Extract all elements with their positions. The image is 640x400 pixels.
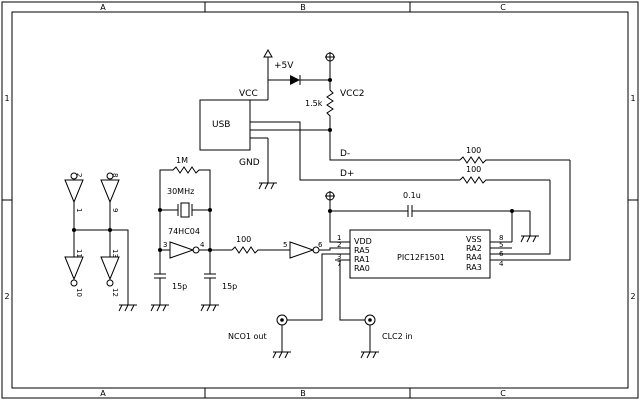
bypass-capacitor-value: 0.1u: [403, 191, 421, 200]
series-resistor-value: 100: [236, 235, 251, 244]
plus5v-label: +5V: [274, 61, 294, 71]
inverter-part-label: 74HC04: [168, 227, 200, 236]
unused-gates-junction-left: [72, 228, 76, 232]
unused-gates: [64, 172, 137, 312]
load-capacitor-left: [150, 270, 169, 312]
usb-dminus-wire: [250, 129, 460, 161]
nco1-out-label: NCO1 out: [228, 332, 267, 341]
usb-dplus-wire: [250, 121, 460, 181]
osc-junction-right-bottom: [208, 248, 212, 252]
vcc2-power-symbol: [325, 52, 335, 90]
dminus-label: D-: [340, 149, 350, 159]
osc-inverter: [159, 210, 232, 270]
clc2-in-connector: [335, 259, 379, 359]
unused-gates-junction-right: [108, 228, 112, 232]
mcu-pin-num-ra5: 2: [337, 241, 341, 249]
diode: [290, 75, 330, 85]
dplus-label: D+: [340, 169, 354, 179]
feedback-resistor: [159, 166, 211, 210]
buffer-inverter: [289, 241, 335, 259]
mcu-pin-num-ra3: 4: [499, 260, 504, 268]
mcu-part-label: PIC12F1501: [397, 253, 445, 262]
dplus-resistor: [459, 176, 550, 184]
usb-label: USB: [212, 120, 230, 130]
vdd-junction: [328, 209, 332, 213]
gate-pin-2: 2: [75, 173, 83, 177]
dminus-to-ra3-wire: [490, 160, 571, 261]
gate-pin-1: 1: [75, 208, 83, 212]
gate-pin-13: 13: [111, 249, 119, 258]
mcu-pin-num-vss: 8: [499, 234, 503, 242]
mcu-ground-symbol: [520, 211, 539, 243]
clc2-in-label: CLC2 in: [382, 332, 413, 341]
mcu-pin-num-ra1: 3: [337, 253, 341, 261]
mcu-vdd-power-symbol: [325, 191, 408, 243]
mcu-pin-num-ra2: 5: [499, 241, 503, 249]
mcu-pin-num-ra4: 6: [499, 250, 504, 258]
gate-pin-9: 9: [111, 208, 119, 212]
frame-col-c-bottom: C: [500, 389, 506, 398]
buffer-pin6: 6: [318, 241, 323, 249]
load-capacitor-right-value: 15p: [222, 282, 237, 291]
frame-col-b-top: B: [300, 3, 306, 12]
inverter-pin3: 3: [163, 241, 167, 249]
dminus-resistor: [459, 156, 570, 164]
frame-col-a-bottom: A: [100, 389, 106, 398]
vcc-label: VCC: [239, 89, 258, 99]
pullup-resistor-value: 1.5k: [305, 99, 323, 108]
crystal: [160, 202, 210, 218]
usb-ground-symbol: [258, 138, 277, 190]
mcu-pin-name-vss: VSS: [466, 235, 482, 244]
frame-col-a-top: A: [100, 3, 106, 12]
gate-pin-12: 12: [111, 288, 119, 297]
frame-col-c-top: C: [500, 3, 506, 12]
dminus-resistor-value: 100: [466, 146, 481, 155]
osc-junction-left-bottom: [158, 248, 162, 252]
vcc2-label: VCC2: [340, 89, 364, 99]
mcu-pin-name-ra5: RA5: [354, 246, 370, 255]
mcu-pin-num-ra0: 7: [337, 260, 341, 268]
mcu-right-pin-stubs: [490, 241, 512, 261]
frame-row-2-right: 2: [630, 292, 635, 301]
load-capacitor-right: [200, 270, 219, 312]
buffer-pin5: 5: [283, 241, 287, 249]
frame-col-b-bottom: B: [300, 389, 306, 398]
gate-pin-8: 8: [111, 173, 119, 177]
frame-row-1-right: 1: [630, 94, 635, 103]
gate-pin-10: 10: [75, 288, 83, 297]
load-capacitor-left-value: 15p: [172, 282, 187, 291]
dplus-resistor-value: 100: [466, 165, 481, 174]
gate-pin-11: 11: [75, 249, 83, 258]
nco1-out-connector: [272, 253, 335, 359]
mcu-pin-name-ra3: RA3: [466, 263, 482, 272]
mcu-pin-name-vdd: VDD: [354, 237, 372, 246]
feedback-resistor-value: 1M: [176, 156, 188, 165]
pullup-resistor: [326, 89, 334, 130]
plus5v-power-symbol: [250, 48, 290, 101]
usb-module: [199, 99, 251, 151]
crystal-frequency: 30MHz: [167, 187, 194, 196]
mcu-pin-name-ra1: RA1: [354, 255, 370, 264]
frame-row-2-left: 2: [4, 292, 9, 301]
frame-row-1-left: 1: [4, 94, 9, 103]
gnd-label: GND: [239, 158, 260, 168]
inverter-pin4: 4: [200, 241, 205, 249]
mcu-pin-name-ra2: RA2: [466, 244, 482, 253]
series-resistor: [231, 246, 290, 254]
mcu-pin-num-vdd: 1: [337, 234, 341, 242]
mcu-pin-name-ra4: RA4: [466, 253, 482, 262]
mcu-pin-name-ra0: RA0: [354, 264, 370, 273]
